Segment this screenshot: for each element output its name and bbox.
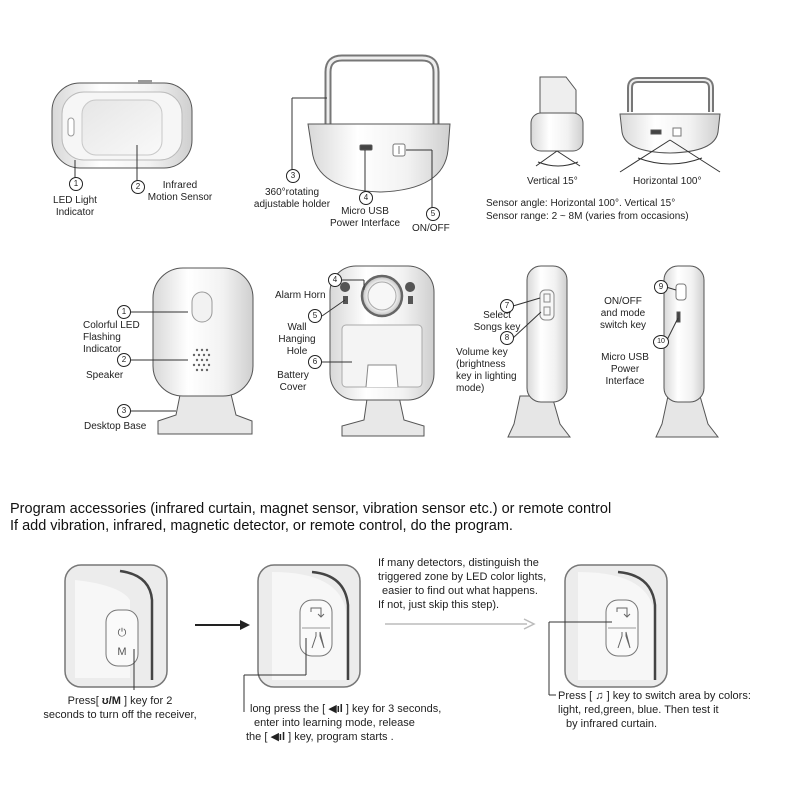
- callout-number: 2: [131, 180, 145, 194]
- sensor-angle-spec: Sensor angle: Horizontal 100°. Vertical …: [486, 198, 676, 209]
- label-volume-key: Volume key (brightness key in lighting m…: [456, 347, 517, 394]
- step1-closeup: ⏻ M: [64, 564, 168, 690]
- label-infrared-motion-sensor: Infrared Motion Sensor: [147, 180, 213, 203]
- callout-number: 2: [117, 353, 131, 367]
- step2-closeup: [243, 564, 361, 712]
- music-key-icon: ♫: [595, 690, 604, 702]
- label-desktop-base: Desktop Base: [84, 421, 147, 432]
- label-speaker: Speaker: [86, 370, 124, 381]
- power-mode-key-icon: ʊ/M: [101, 695, 121, 707]
- callout-number: 8: [500, 331, 514, 345]
- step2-instruction: long press the [ ◀ıl ] key for 3 seconds…: [246, 703, 442, 743]
- sensor-front-drawing: [51, 80, 193, 181]
- svg-text:M: M: [117, 646, 126, 658]
- callout-number: 7: [500, 299, 514, 313]
- label-select-songs-key: Select Songs key: [473, 310, 521, 333]
- volume-key-icon: ◀ıl: [270, 731, 286, 743]
- receiver-front-drawing: [131, 267, 254, 435]
- program-heading: Program accessories (infrared curtain, m…: [10, 501, 612, 517]
- sensor-range-spec: Sensor range: 2 ~ 8M (varies from occasi…: [486, 211, 689, 222]
- label-alarm-horn: Alarm Horn: [275, 290, 326, 301]
- callout-number: 4: [328, 273, 342, 287]
- receiver-side-right-drawing: [655, 265, 720, 438]
- callout-number: 9: [654, 280, 668, 294]
- callout-number: 3: [117, 404, 131, 418]
- callout-number: 1: [69, 177, 83, 191]
- label-rotating-holder: 360°rotating adjustable holder: [253, 187, 331, 210]
- receiver-back-drawing: [321, 265, 435, 437]
- step1-instruction: Press[ ʊ/M ] key for 2 seconds to turn o…: [43, 695, 197, 721]
- label-on-off: ON/OFF: [412, 223, 450, 234]
- callout-number: 10: [653, 335, 669, 349]
- callout-number: 1: [117, 305, 131, 319]
- angle-diagrams: [530, 76, 721, 173]
- label-vertical-angle: Vertical 15°: [527, 176, 578, 187]
- callout-number: 4: [359, 191, 373, 205]
- detector-zone-note: If many detectors, distinguish the trigg…: [378, 557, 547, 611]
- callout-number: 5: [308, 309, 322, 323]
- callout-number: 3: [286, 169, 300, 183]
- label-micro-usb-power-interface: Micro USB Power Interface: [601, 352, 649, 387]
- label-colorful-led: Colorful LED Flashing Indicator: [83, 320, 140, 355]
- program-subheading: If add vibration, infrared, magnetic det…: [10, 518, 513, 534]
- step3-closeup: [548, 564, 668, 696]
- volume-key-icon: ◀ıl: [328, 703, 343, 715]
- label-wall-hanging-hole: Wall Hanging Hole: [278, 322, 316, 357]
- svg-text:⏻: ⏻: [118, 627, 127, 639]
- callout-number: 5: [426, 207, 440, 221]
- label-led-light-indicator: LED Light Indicator: [53, 195, 97, 218]
- step3-instruction: Press [ ♫ ] key to switch area by colors…: [558, 690, 751, 730]
- arrow-right-icon: [385, 618, 536, 630]
- label-horizontal-angle: Horizontal 100°: [633, 176, 702, 187]
- label-on-off-mode-key: ON/OFF and mode switch key: [599, 296, 647, 331]
- label-battery-cover: Battery Cover: [277, 370, 309, 393]
- receiver-side-left-drawing: [507, 265, 572, 438]
- callout-number: 6: [308, 355, 322, 369]
- sensor-back-drawing: [291, 54, 451, 208]
- label-micro-usb-power: Micro USB Power Interface: [329, 206, 401, 229]
- arrow-right-icon: [195, 620, 250, 630]
